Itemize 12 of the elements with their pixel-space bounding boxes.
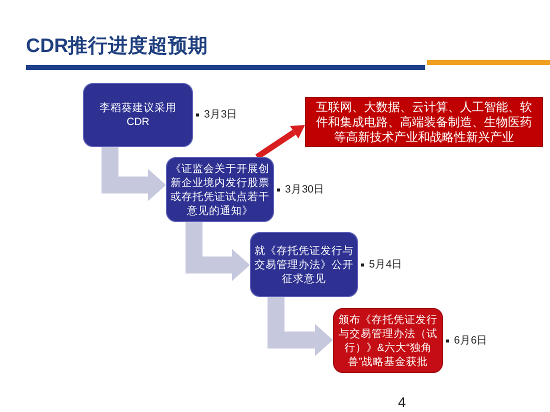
date-label: 5月4日 <box>369 258 403 271</box>
slide-title: CDR推行进度超预期 <box>26 34 208 58</box>
page-number: 4 <box>398 394 406 410</box>
date-label: 3月3日 <box>204 108 238 122</box>
box-text: 李稻葵建议采用CDR <box>98 101 178 129</box>
box-text: 《证监会关于开展创新企业境内发行股票或存托凭证试点若干意见的通知》 <box>170 162 270 218</box>
box-text: 互联网、大数据、云计算、人工智能、软件和集成电路、高端装备制造、生物医药等高新技术产业和战略性新兴产业 <box>315 100 533 144</box>
box-text: 颁布《存托凭证发行与交易管理办法（试行）》&六大“独角兽”战略基金获批 <box>338 312 438 368</box>
callout-box <box>305 97 543 147</box>
date-label: 6月6日 <box>454 334 488 347</box>
date-label: 3月30日 <box>285 183 325 196</box>
box-text: 就《存托凭证发行与交易管理办法》公开征求意见 <box>254 244 354 286</box>
